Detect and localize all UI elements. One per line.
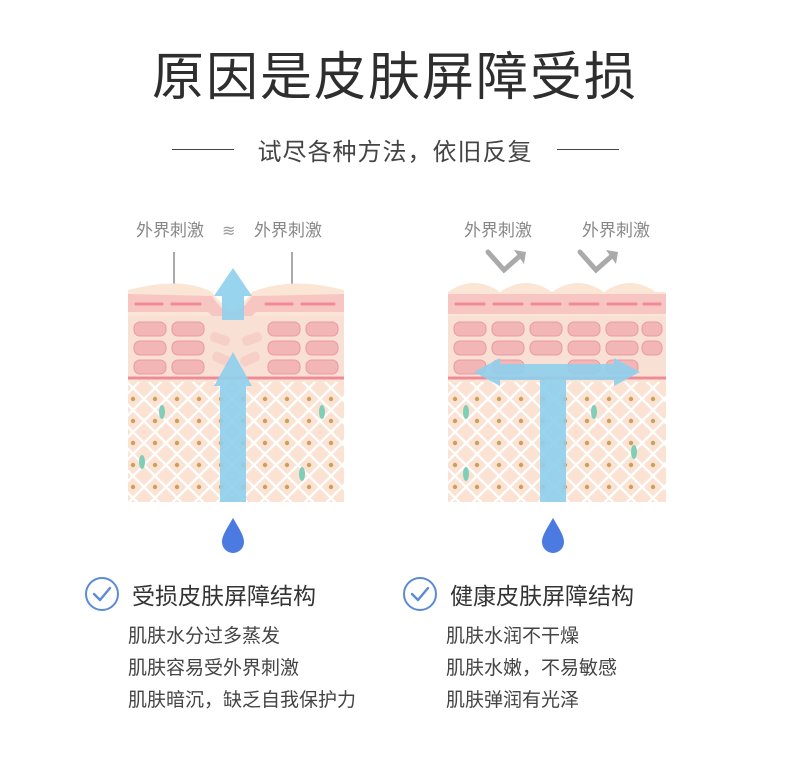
damaged-gap-cells — [210, 332, 262, 367]
list-item: 肌肤水嫩，不易敏感 — [446, 657, 618, 679]
check-circle-icon — [403, 577, 437, 611]
healthy-caption: 健康皮肤屏障结构 肌肤水润不干燥 肌肤水嫩，不易敏感 肌肤弹润有光泽 — [402, 574, 702, 716]
stimulus-label: 外界刺激 — [582, 221, 650, 241]
water-retention-arrow-icon — [474, 358, 640, 502]
healthy-caption-title: 健康皮肤屏障结构 — [450, 584, 634, 610]
water-loss-arrow-icon — [214, 268, 252, 502]
damaged-barrier-diagram: 外界刺激 ≋ 外界刺激 — [122, 212, 352, 560]
stimulus-label: 外界刺激 — [136, 221, 204, 241]
dermis-fibers — [463, 405, 637, 481]
stimulus-label: 外界刺激 — [464, 221, 532, 241]
subtitle-right-rule — [556, 148, 619, 150]
deflect-arrow-icon — [577, 249, 617, 274]
list-item: 肌肤水分过多蒸发 — [128, 625, 281, 647]
healthy-caption-header: 健康皮肤屏障结构 — [402, 574, 702, 614]
list-item: 肌肤水润不干燥 — [446, 625, 580, 647]
list-item: 肌肤容易受外界刺激 — [128, 657, 300, 679]
water-drop-icon — [542, 518, 564, 553]
damaged-caption-header: 受损皮肤屏障结构 — [84, 574, 384, 614]
healthy-barrier-diagram: 外界刺激 外界刺激 — [444, 212, 674, 560]
list-item: 肌肤弹润有光泽 — [446, 689, 580, 711]
deflect-arrow-icon — [485, 249, 525, 274]
skin-cells — [133, 321, 339, 375]
dermis-fibers — [139, 405, 325, 481]
subtitle-left-rule — [171, 148, 234, 150]
water-drop-icon — [222, 518, 244, 553]
healthy-points-list: 肌肤水润不干燥 肌肤水嫩，不易敏感 肌肤弹润有光泽 — [446, 620, 702, 716]
stimulus-label: 外界刺激 — [254, 221, 322, 241]
damaged-caption: 受损皮肤屏障结构 肌肤水分过多蒸发 肌肤容易受外界刺激 肌肤暗沉，缺乏自我保护力 — [84, 574, 384, 716]
check-circle-icon — [85, 577, 119, 611]
page-title: 原因是皮肤屏障受损 — [151, 48, 638, 108]
subtitle-row: 试尽各种方法，依旧反复 — [0, 134, 790, 166]
list-item: 肌肤暗沉，缺乏自我保护力 — [128, 689, 357, 711]
skin-cells — [453, 321, 663, 375]
damaged-points-list: 肌肤水分过多蒸发 肌肤容易受外界刺激 肌肤暗沉，缺乏自我保护力 — [128, 620, 384, 716]
damaged-caption-title: 受损皮肤屏障结构 — [132, 584, 316, 610]
heat-wave-icon: ≋ — [222, 221, 235, 240]
page-subtitle: 试尽各种方法，依旧反复 — [257, 137, 533, 166]
